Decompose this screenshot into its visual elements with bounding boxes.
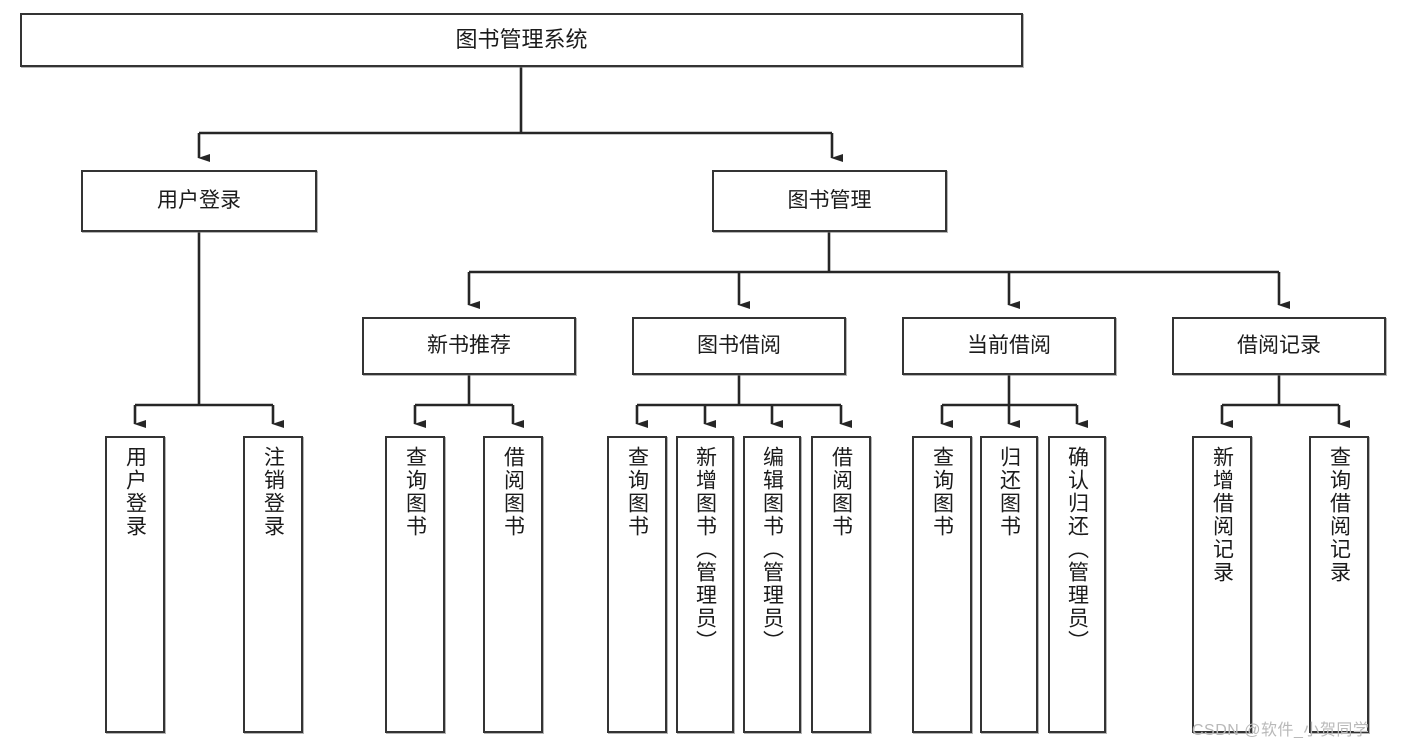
watermark-text: CSDN @软件_小贺同学 — [1192, 722, 1370, 739]
node-label: 借阅图书 — [501, 446, 525, 538]
node-label: 查询图书 — [403, 446, 427, 538]
node-label: 当前借阅 — [967, 333, 1051, 357]
node-label: 查询借阅记录 — [1327, 446, 1351, 584]
node-label: 用户登录 — [123, 446, 147, 538]
leaf-book-borrow-add-book-admin[interactable]: 新增图书（管理员） — [676, 436, 734, 733]
leaf-current-borrow-return-book[interactable]: 归还图书 — [980, 436, 1038, 733]
node-book-borrow[interactable]: 图书借阅 — [632, 317, 846, 375]
leaf-new-book-query-book[interactable]: 查询图书 — [385, 436, 445, 733]
node-label: 新书推荐 — [427, 333, 511, 357]
leaf-borrow-record-query-record[interactable]: 查询借阅记录 — [1309, 436, 1369, 733]
leaf-new-book-borrow-book[interactable]: 借阅图书 — [483, 436, 543, 733]
node-book-management[interactable]: 图书管理 — [712, 170, 947, 232]
node-label: 编辑图书（管理员） — [760, 446, 784, 653]
node-root-book-management-system[interactable]: 图书管理系统 — [20, 13, 1023, 67]
leaf-user-login-login[interactable]: 用户登录 — [105, 436, 165, 733]
node-label: 图书管理 — [787, 188, 872, 212]
node-current-borrow[interactable]: 当前借阅 — [902, 317, 1116, 375]
node-user-login[interactable]: 用户登录 — [81, 170, 317, 232]
leaf-borrow-record-add-record[interactable]: 新增借阅记录 — [1192, 436, 1252, 733]
node-label: 图书管理系统 — [455, 27, 588, 53]
leaf-current-borrow-confirm-return-admin[interactable]: 确认归还（管理员） — [1048, 436, 1106, 733]
leaf-book-borrow-borrow-book[interactable]: 借阅图书 — [811, 436, 871, 733]
leaf-book-borrow-edit-book-admin[interactable]: 编辑图书（管理员） — [743, 436, 801, 733]
node-label: 确认归还（管理员） — [1065, 446, 1089, 653]
node-label: 借阅图书 — [829, 446, 853, 538]
leaf-user-login-logout[interactable]: 注销登录 — [243, 436, 303, 733]
node-label: 新增图书（管理员） — [693, 446, 717, 653]
leaf-current-borrow-query-book[interactable]: 查询图书 — [912, 436, 972, 733]
node-label: 图书借阅 — [697, 333, 781, 357]
node-borrow-record[interactable]: 借阅记录 — [1172, 317, 1386, 375]
node-label: 查询图书 — [625, 446, 649, 538]
node-label: 注销登录 — [261, 446, 285, 538]
node-label: 查询图书 — [930, 446, 954, 538]
node-label: 用户登录 — [157, 188, 241, 212]
node-label: 借阅记录 — [1237, 333, 1321, 357]
node-label: 新增借阅记录 — [1210, 446, 1234, 584]
node-label: 归还图书 — [997, 446, 1021, 538]
leaf-book-borrow-query-book[interactable]: 查询图书 — [607, 436, 667, 733]
node-new-book-recommend[interactable]: 新书推荐 — [362, 317, 576, 375]
